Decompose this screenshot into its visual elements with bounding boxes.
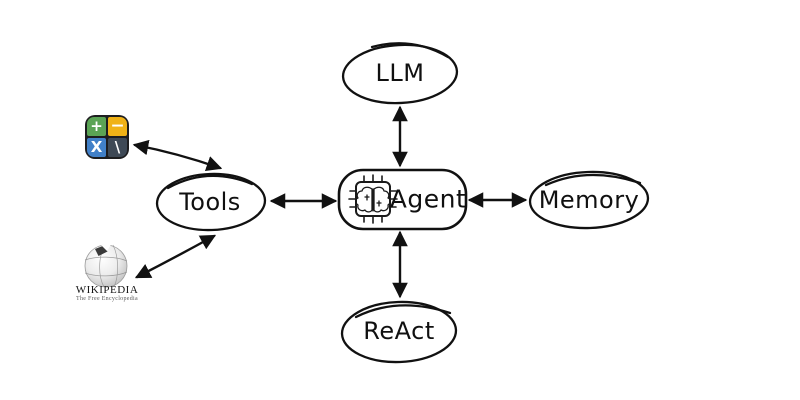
node-react xyxy=(340,300,458,364)
node-label-agent: Agent xyxy=(389,184,467,214)
calc-key-divide: \ xyxy=(108,138,127,157)
node-memory xyxy=(528,170,650,230)
node-label-tools: Tools xyxy=(179,188,241,216)
node-label-react: ReAct xyxy=(363,317,435,345)
brain-glyph xyxy=(355,186,391,213)
globe-top-notch xyxy=(101,243,112,251)
node-label-memory: Memory xyxy=(538,186,640,214)
edge-wikipedia-tools xyxy=(134,234,217,279)
node-llm xyxy=(341,42,459,105)
brain-chip-icon xyxy=(348,174,398,224)
node-agent xyxy=(337,168,468,231)
wikipedia-globe-icon xyxy=(84,243,128,288)
node-tools xyxy=(155,172,267,232)
wikipedia-wordmark-block: WIKIPEDIA The Free Encyclopedia xyxy=(55,284,159,303)
edge-calculator-tools xyxy=(132,139,223,171)
connectors xyxy=(132,105,528,299)
wikipedia-tagline: The Free Encyclopedia xyxy=(76,296,138,303)
node-shapes xyxy=(155,42,650,364)
calc-key-plus: + xyxy=(87,117,106,136)
calculator-icon: + − X \ xyxy=(85,115,129,159)
calc-key-minus: − xyxy=(108,117,127,136)
calc-key-multiply: X xyxy=(87,138,106,157)
node-label-llm: LLM xyxy=(375,59,425,87)
wikipedia-wordmark: WIKIPEDIA xyxy=(75,284,139,296)
